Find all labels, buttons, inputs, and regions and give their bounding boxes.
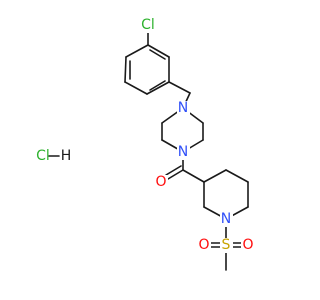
atom-label-s: S bbox=[222, 237, 231, 253]
atom-label-n-piperidine: N bbox=[221, 211, 231, 227]
bond-ring-4 bbox=[146, 81, 170, 95]
bond-ring-double-2 bbox=[149, 80, 166, 91]
atom-label-cl-salt: Cl bbox=[36, 148, 50, 164]
bond-ring-6 bbox=[147, 44, 170, 58]
atom-oxygen-sulfonyl-right: O bbox=[241, 237, 255, 253]
atom-chlorine-aryl: Cl bbox=[139, 17, 159, 33]
atom-label-o-sulfonyl-right: O bbox=[242, 237, 253, 253]
bond-carbonyl-c3 bbox=[182, 169, 205, 183]
atom-oxygen-sulfonyl-left: O bbox=[197, 237, 211, 253]
bond-pipd-1 bbox=[203, 169, 227, 183]
atom-label-o-sulfonyl-left: O bbox=[198, 237, 209, 253]
bond-ring-2 bbox=[124, 56, 127, 83]
atom-label-n-top: N bbox=[178, 100, 188, 116]
atom-label-cl-aryl: Cl bbox=[141, 17, 155, 33]
bond-pipd-2 bbox=[225, 169, 249, 183]
atom-nitrogen-piperidine: N bbox=[220, 211, 233, 227]
bond-ring-ch2 bbox=[168, 81, 191, 94]
atom-sulfur: S bbox=[220, 237, 233, 253]
bond-carbonyl-o-2 bbox=[165, 165, 182, 176]
molecule-structure: Cl N N O N S O O Cl bbox=[36, 17, 255, 271]
atom-label-h-salt: H bbox=[61, 148, 72, 164]
atom-oxygen-carbonyl: O bbox=[154, 174, 168, 190]
salt-hydrochloride: Cl H bbox=[36, 148, 71, 164]
atom-label-o-carbonyl: O bbox=[155, 174, 166, 190]
bond-ring-3 bbox=[124, 81, 148, 95]
atom-nitrogen-top: N bbox=[177, 100, 190, 116]
bond-ring-double-3 bbox=[149, 49, 166, 60]
bond-carbonyl-o-1 bbox=[167, 169, 184, 180]
atom-label-n-bottom: N bbox=[178, 144, 188, 160]
atom-nitrogen-bottom: N bbox=[177, 144, 190, 160]
bond-ring-1 bbox=[125, 44, 149, 58]
bonds bbox=[48, 28, 249, 271]
atom-labels: Cl N N O N S O O Cl bbox=[36, 17, 255, 253]
